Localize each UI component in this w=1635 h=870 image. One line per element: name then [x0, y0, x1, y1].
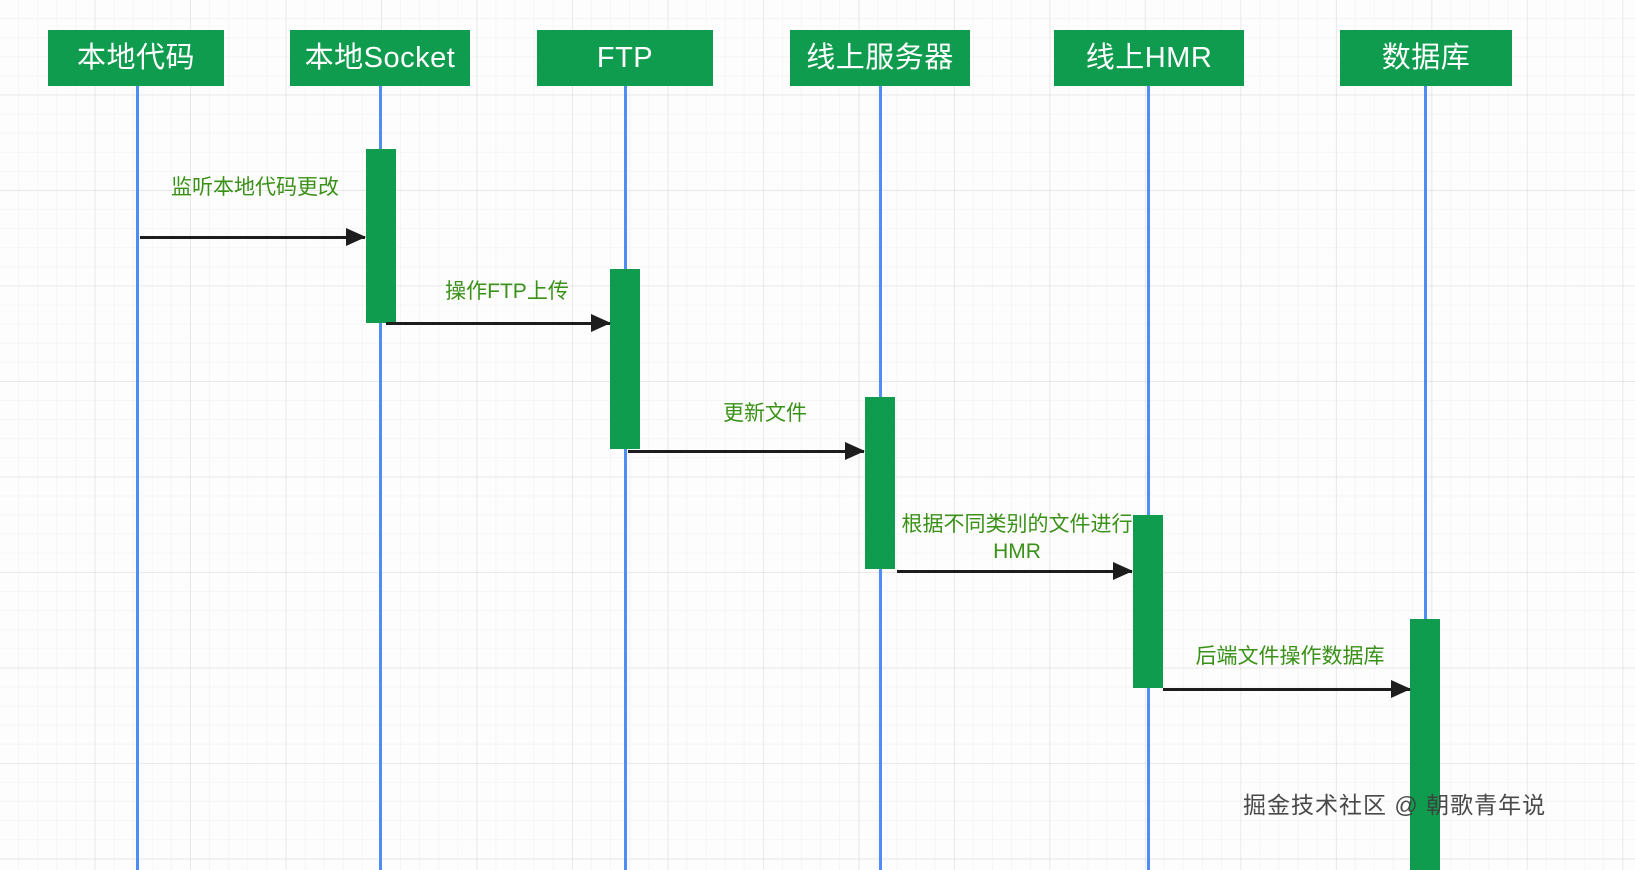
message-label-1: 监听本地代码更改 — [171, 176, 339, 199]
message-label-3: 更新文件 — [723, 402, 807, 425]
arrow-head-icon — [346, 228, 366, 246]
activation-bar-online-hmr — [1133, 515, 1163, 688]
participant-box-online-hmr[interactable]: 线上HMR — [1054, 30, 1244, 86]
message-arrow-4[interactable] — [897, 562, 1133, 580]
participant-box-local-socket[interactable]: 本地Socket — [290, 30, 470, 86]
participant-label-online-server: 线上服务器 — [806, 41, 954, 74]
arrow-head-icon — [1113, 562, 1133, 580]
lifeline-database — [1424, 30, 1427, 870]
participant-label-online-hmr: 线上HMR — [1085, 41, 1213, 74]
participant-box-local-code[interactable]: 本地代码 — [48, 30, 224, 86]
message-label-4: 根据不同类别的文件进行HMR — [901, 513, 1133, 563]
watermark: 掘金技术社区 @ 朝歌青年说 — [1243, 792, 1547, 818]
participant-label-local-code: 本地代码 — [76, 41, 195, 74]
arrow-head-icon — [845, 442, 865, 460]
lifeline-local-socket — [379, 30, 382, 870]
participant-box-ftp[interactable]: FTP — [537, 30, 713, 86]
arrow-head-icon — [1391, 680, 1411, 698]
participant-label-local-socket: 本地Socket — [304, 41, 456, 74]
lifeline-local-code — [136, 30, 139, 870]
participant-label-database: 数据库 — [1381, 41, 1471, 74]
message-arrow-1[interactable] — [140, 228, 366, 246]
activation-bar-local-socket — [366, 149, 396, 323]
activation-bar-online-server — [865, 397, 895, 569]
arrow-head-icon — [591, 314, 611, 332]
participant-box-database[interactable]: 数据库 — [1340, 30, 1512, 86]
message-arrow-3[interactable] — [628, 442, 865, 460]
lifeline-ftp — [624, 30, 627, 870]
message-arrow-2[interactable] — [386, 314, 611, 332]
message-arrow-5[interactable] — [1163, 680, 1411, 698]
participant-label-ftp: FTP — [596, 41, 654, 74]
lifeline-online-hmr — [1147, 30, 1150, 870]
activation-bar-ftp — [610, 269, 640, 449]
activation-bar-database — [1410, 619, 1440, 870]
participant-box-online-server[interactable]: 线上服务器 — [790, 30, 970, 86]
message-label-2: 操作FTP上传 — [445, 280, 569, 303]
message-label-5: 后端文件操作数据库 — [1195, 645, 1385, 668]
